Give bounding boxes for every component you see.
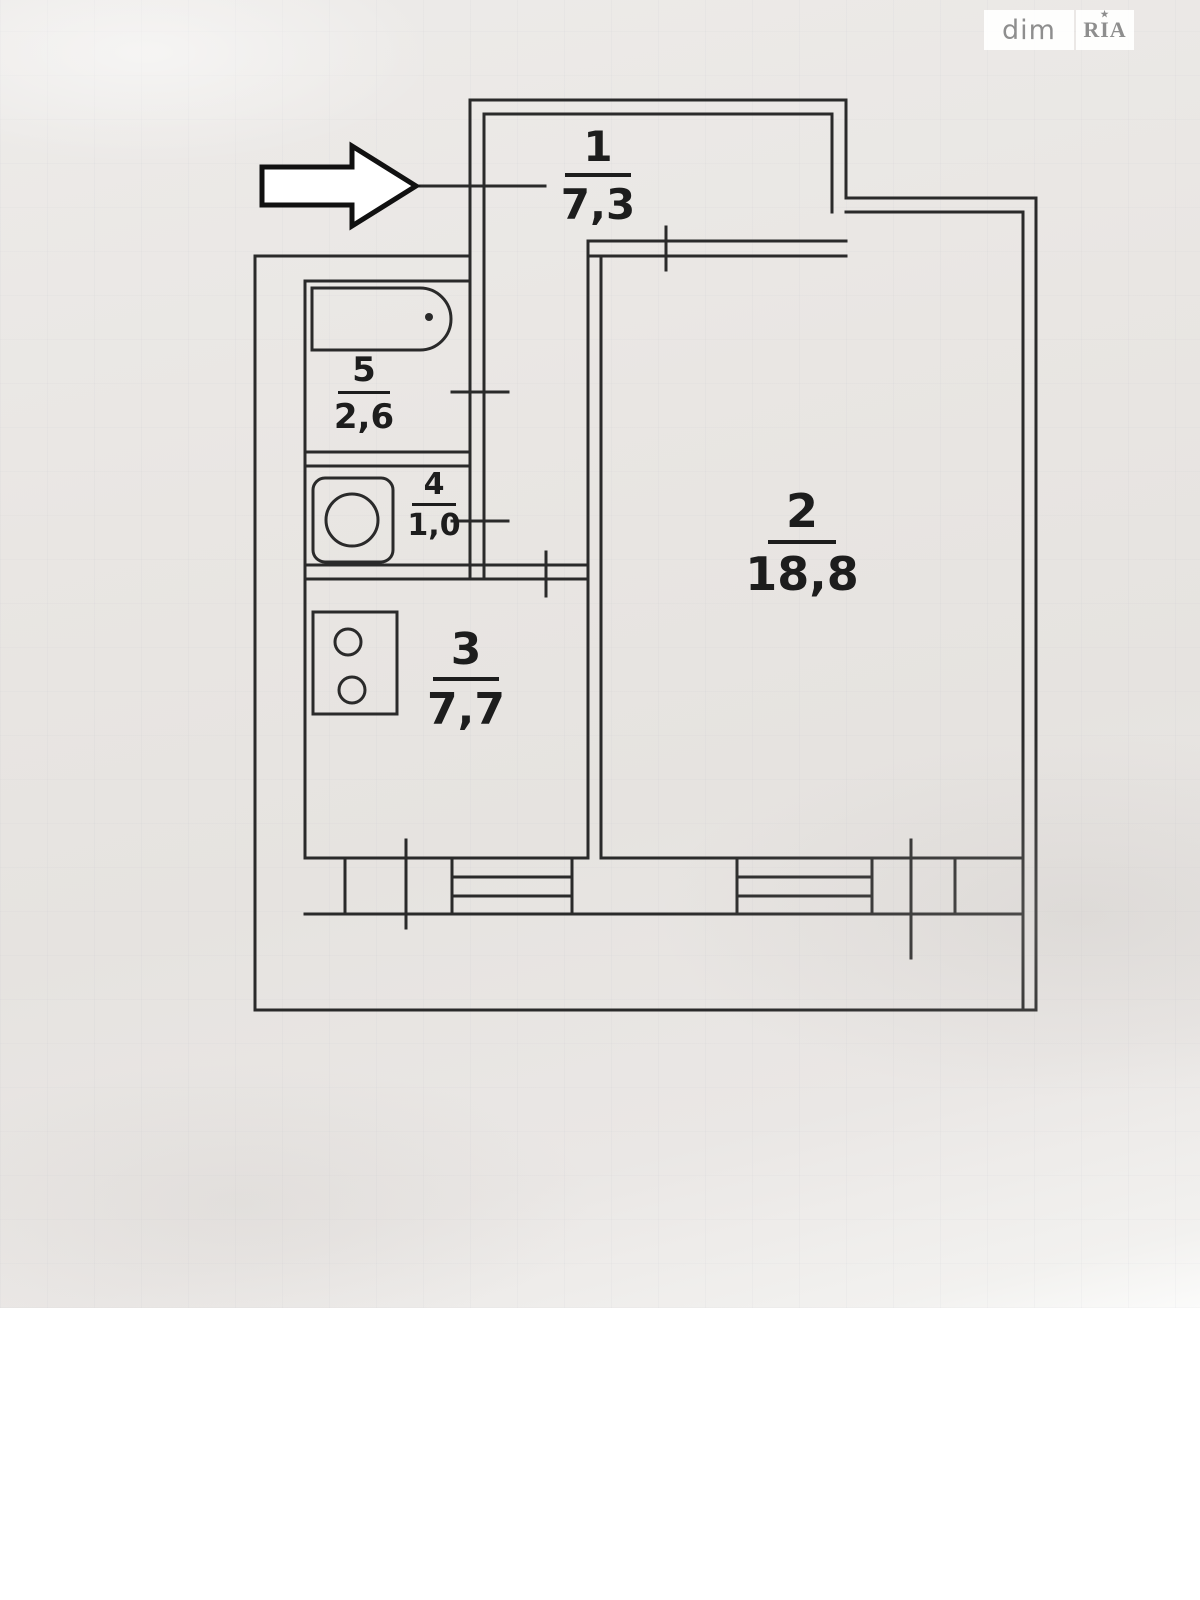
interior-walls <box>303 239 1025 860</box>
room-1-label: 1 7,3 <box>528 123 668 230</box>
window-symbol-left <box>450 856 574 916</box>
watermark: dim ★ RIA <box>984 10 1134 50</box>
room-3-label: 3 7,7 <box>396 625 536 736</box>
floorplan-linework <box>253 98 1038 1012</box>
room-4-area: 1,0 <box>407 508 461 543</box>
room-2-label: 2 18,8 <box>732 486 872 599</box>
toilet-icon <box>311 476 395 564</box>
room-5-area: 2,6 <box>333 397 395 438</box>
balcony-band <box>303 856 1025 916</box>
opening-ticks <box>404 184 913 960</box>
paper-background: 1 7,3 2 18,8 3 7,7 4 1,0 5 2,6 dim ★ RIA <box>0 0 1200 1308</box>
room-4-number: 4 <box>411 468 457 506</box>
room-3-number: 3 <box>432 625 500 682</box>
room-5-label: 5 2,6 <box>304 351 424 438</box>
room-1-number: 1 <box>565 123 631 178</box>
stove-icon <box>311 610 399 716</box>
watermark-dim: dim <box>984 10 1074 50</box>
room-2-number: 2 <box>767 486 836 544</box>
room-1-walls <box>468 98 848 580</box>
entrance-arrow-icon <box>259 141 421 231</box>
room-4-label: 4 1,0 <box>374 468 494 542</box>
ria-star-icon: ★ <box>1100 9 1110 19</box>
room-2-area: 18,8 <box>745 546 859 601</box>
outer-walls <box>253 196 1038 1012</box>
window-symbol-right <box>735 856 874 916</box>
room-1-area: 7,3 <box>560 180 636 230</box>
watermark-ria-text: RIA <box>1083 17 1127 42</box>
bathtub-icon <box>310 286 453 352</box>
room-5-number: 5 <box>338 351 390 395</box>
watermark-ria: ★ RIA <box>1076 10 1134 50</box>
room-3-area: 7,7 <box>427 684 505 736</box>
